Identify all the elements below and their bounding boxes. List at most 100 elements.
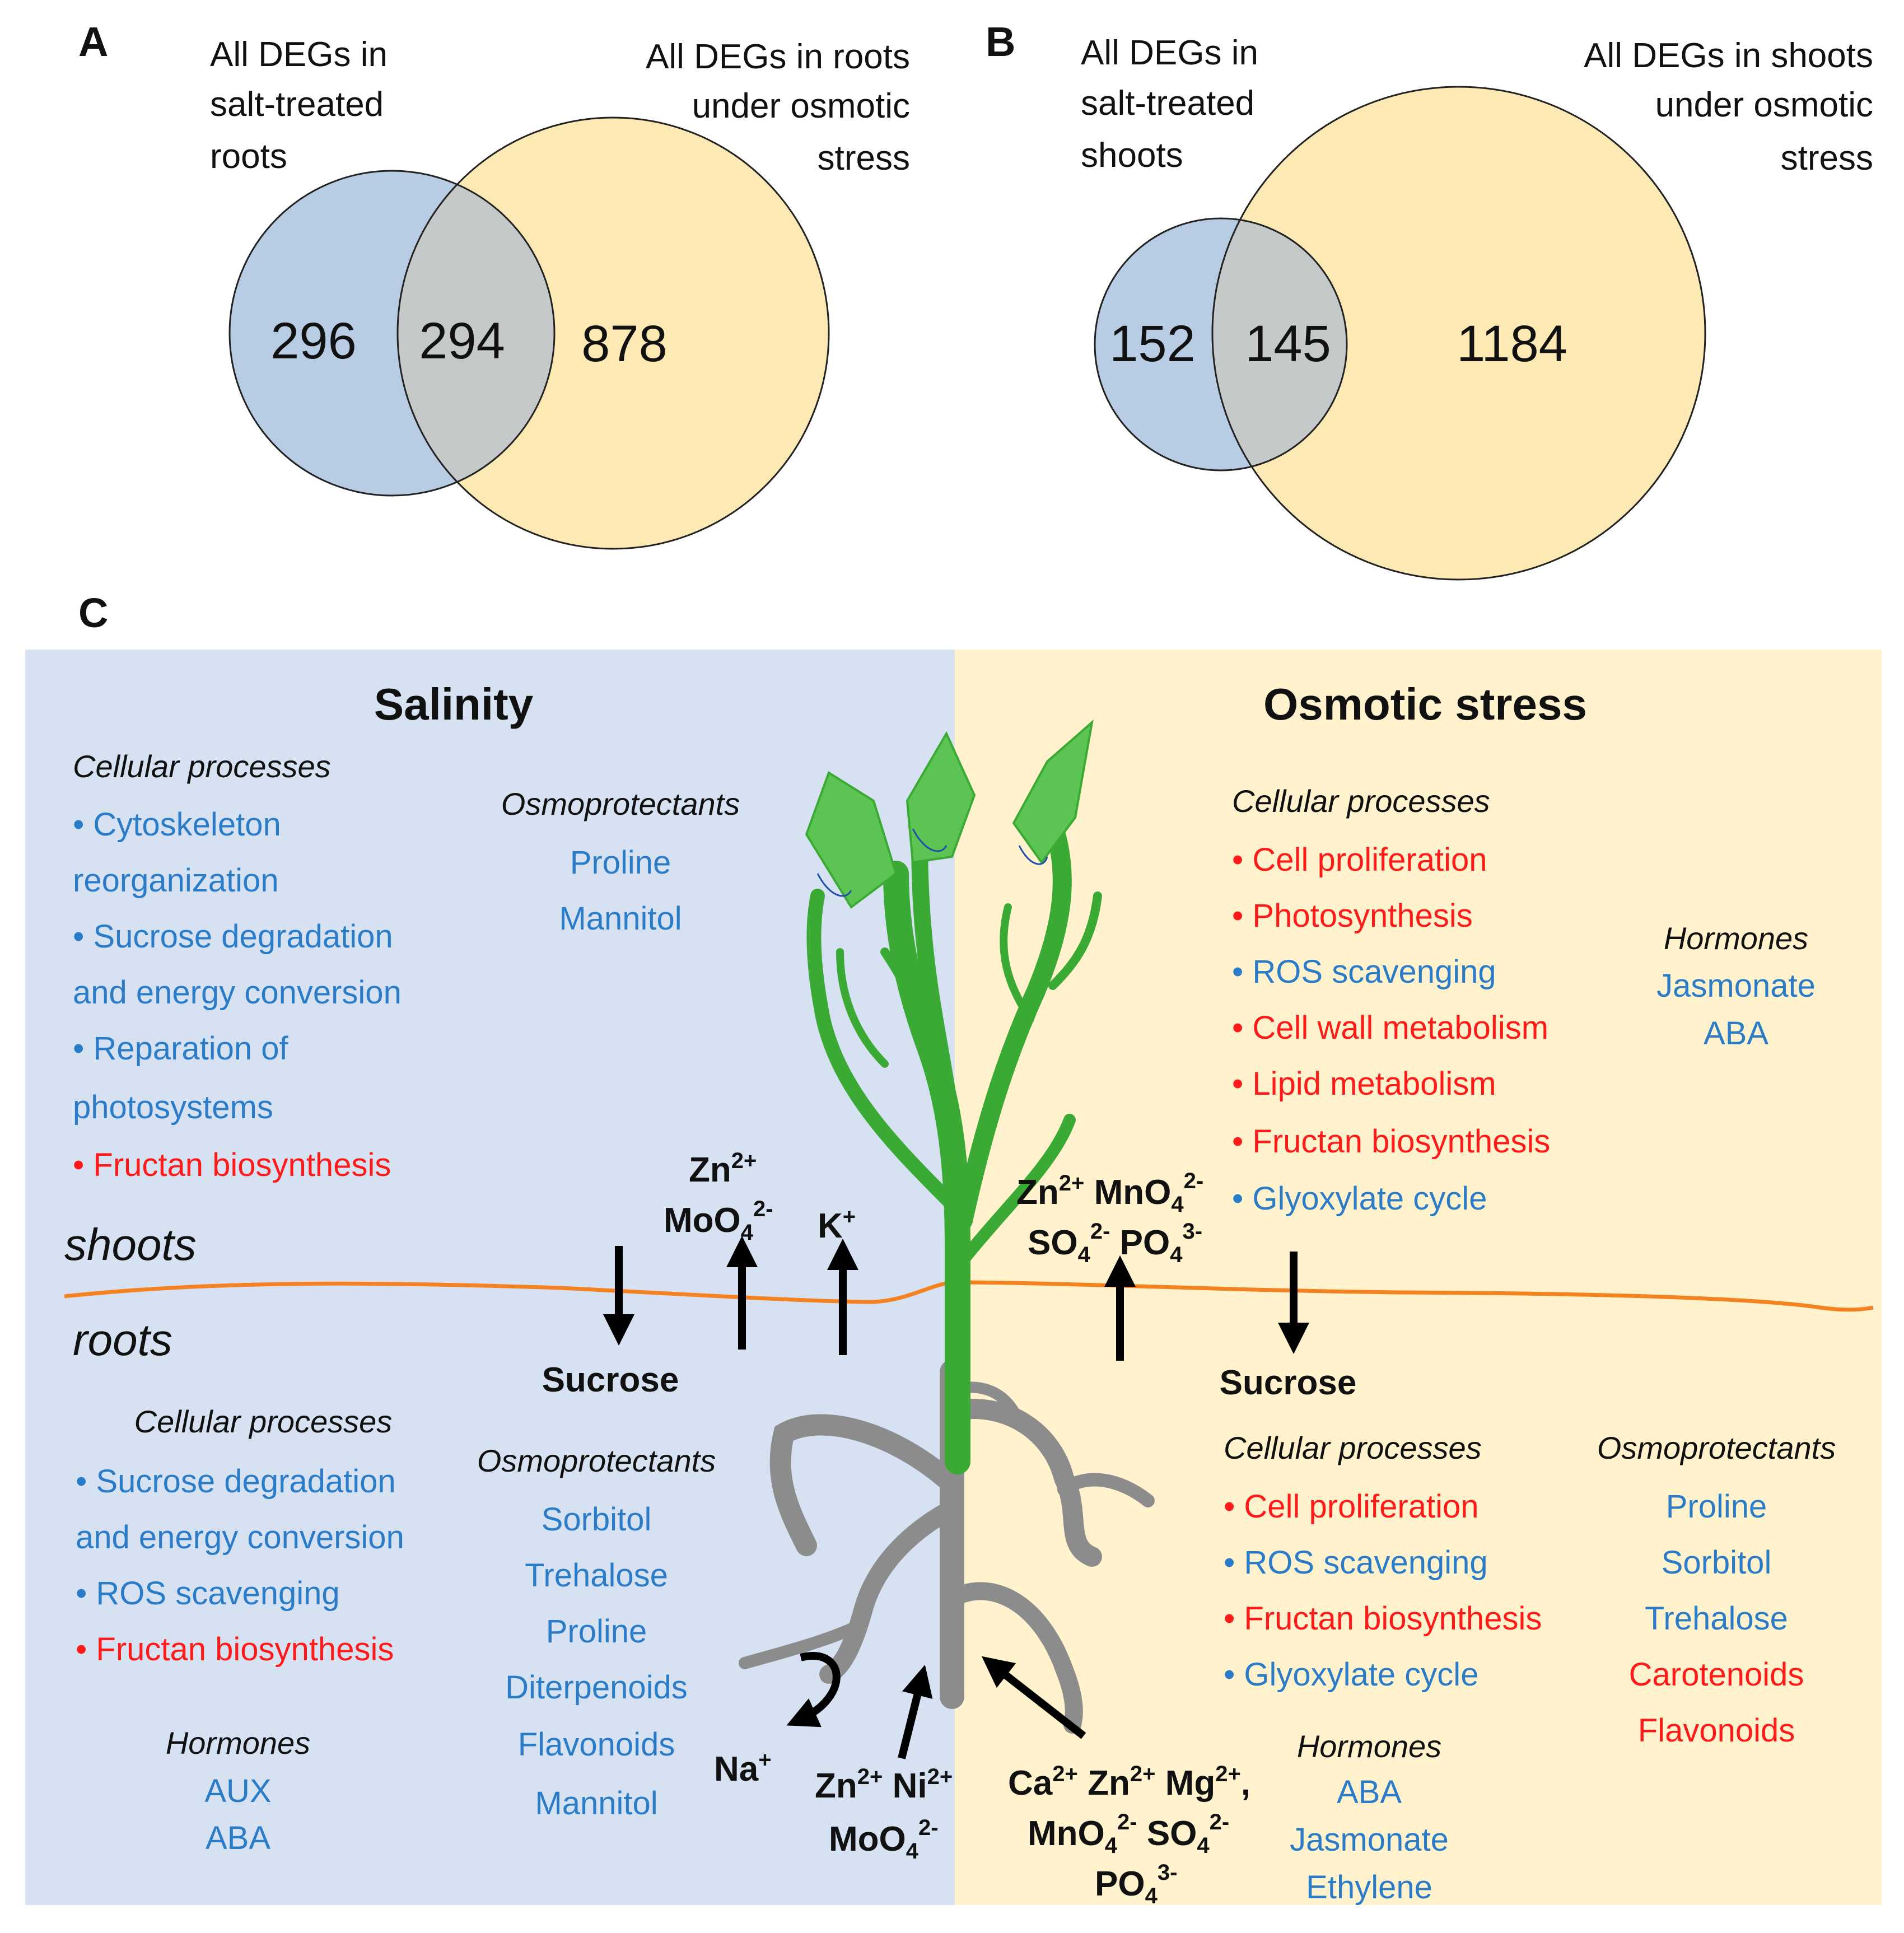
panel-b-overlap-count: 145 <box>1245 315 1331 372</box>
panel-a: A All DEGs in salt-treated roots All DEG… <box>78 18 910 550</box>
hormone-item: ABA <box>206 1820 270 1856</box>
na-efflux-arrow <box>786 1652 841 1727</box>
section-heading: Osmoprotectants <box>477 1443 716 1478</box>
osmoprotectant-item: Diterpenoids <box>505 1669 688 1706</box>
grain-heads <box>805 719 1094 909</box>
panel-b-left-count: 152 <box>1109 315 1196 372</box>
osmoprotectant-item: Mannitol <box>535 1785 657 1822</box>
shoots-label: shoots <box>64 1220 197 1269</box>
osmotic-shoot-hormones: Hormones Jasmonate ABA <box>1656 921 1816 1052</box>
panel-a-right-count: 878 <box>581 315 668 372</box>
panel-a-right-outline <box>396 116 830 550</box>
salinity-root-hormones: Hormones AUX ABA <box>166 1725 310 1856</box>
ion-root-osmotic-3: PO43- <box>1095 1860 1177 1908</box>
panel-b-right-title-2: under osmotic <box>1655 86 1873 124</box>
salinity-root-osmo: Osmoprotectants Sorbitol Trehalose Proli… <box>477 1443 716 1822</box>
process-item: • Lipid metabolism <box>1232 1066 1496 1102</box>
panel-b-right-title-1: All DEGs in shoots <box>1584 36 1873 75</box>
panel-b-left-outline <box>1094 217 1348 471</box>
osmoprotectant-item: Trehalose <box>525 1557 668 1594</box>
process-item: • Sucrose degradation <box>73 918 393 955</box>
panel-a-right-title-2: under osmotic <box>692 87 910 125</box>
process-item: • Cell wall metabolism <box>1232 1010 1548 1046</box>
ion-na: Na+ <box>714 1748 772 1789</box>
osmotic-shoot-ions: Zn2+ MnO42- SO42- PO43- <box>1016 1169 1203 1267</box>
osmoprotectant-item: Proline <box>1666 1488 1767 1525</box>
section-heading: Cellular processes <box>1224 1430 1482 1465</box>
ion-line-1: Zn2+ MnO42- <box>1016 1169 1203 1217</box>
panel-b-right-title-3: stress <box>1781 139 1873 178</box>
process-item: and energy conversion <box>76 1519 404 1556</box>
ion-root-salinity-2: MoO42- <box>829 1815 939 1864</box>
root-uptake-arrow-osmotic <box>981 1656 1086 1739</box>
panel-a-right-title-1: All DEGs in roots <box>646 38 910 76</box>
panel-a-letter: A <box>78 18 108 65</box>
hormone-item: ABA <box>1704 1015 1768 1052</box>
panel-c-letter: C <box>78 590 108 636</box>
panel-b-right-circle <box>1212 87 1705 580</box>
hormone-item: AUX <box>204 1773 271 1809</box>
root-ions: Na+ Zn2+ Ni2+ MoO42- Ca2+ Zn2+ Mg2+, MnO… <box>714 1748 1250 1908</box>
section-heading: Cellular processes <box>1232 783 1490 819</box>
section-heading: Osmoprotectants <box>501 786 740 821</box>
process-item: photosystems <box>73 1089 273 1126</box>
process-item: • ROS scavenging <box>1224 1544 1488 1581</box>
process-item: • ROS scavenging <box>1232 954 1496 990</box>
hormone-item: Ethylene <box>1306 1869 1432 1906</box>
grain-head-details <box>816 828 1048 897</box>
hormone-item: Jasmonate <box>1656 968 1816 1004</box>
process-item: • Cytoskeleton <box>73 806 281 843</box>
process-item: • Fructan biosynthesis <box>73 1147 391 1183</box>
section-heading: Hormones <box>1664 921 1808 956</box>
salinity-shoot-cellular: Cellular processes • Cytoskeleton reorga… <box>73 749 402 1183</box>
panel-a-left-count: 296 <box>270 312 357 370</box>
salinity-root-cellular: Cellular processes • Sucrose degradation… <box>76 1404 404 1668</box>
process-item: • Sucrose degradation <box>76 1463 396 1500</box>
roots-label: roots <box>73 1315 172 1365</box>
osmoprotectant-item: Mannitol <box>559 900 682 937</box>
process-item: • Cell proliferation <box>1224 1488 1479 1525</box>
osmoprotectant-item: Sorbitol <box>1662 1544 1772 1581</box>
panel-b: B All DEGs in salt-treated shoots All DE… <box>986 18 1873 581</box>
osmoprotectant-item: Proline <box>546 1613 647 1650</box>
section-heading: Hormones <box>1297 1729 1441 1764</box>
ion-zn: Zn2+ <box>689 1148 757 1189</box>
osmoprotectant-item: Flavonoids <box>1638 1712 1795 1749</box>
process-item: • Glyoxylate cycle <box>1232 1180 1487 1217</box>
osmoprotectant-item: Trehalose <box>1645 1600 1788 1637</box>
panel-b-left-title-2: salt-treated <box>1081 84 1254 123</box>
panel-a-overlap-count: 294 <box>419 312 505 370</box>
panel-a-left-outline <box>228 170 556 497</box>
process-item: • Cell proliferation <box>1232 842 1487 878</box>
osmotic-root-cellular: Cellular processes • Cell proliferation … <box>1224 1430 1542 1693</box>
panel-a-overlap <box>398 171 554 496</box>
salinity-title: Salinity <box>374 679 534 729</box>
ion-line-2: SO42- PO43- <box>1028 1219 1202 1267</box>
ion-root-osmotic-2: MnO42- SO42- <box>1028 1810 1229 1858</box>
panel-b-right-outline <box>1211 86 1706 581</box>
osmoprotectant-item: Carotenoids <box>1629 1656 1804 1693</box>
root-uptake-arrow-salinity <box>898 1664 933 1759</box>
process-item: reorganization <box>73 862 279 899</box>
osmoprotectant-item: Flavonoids <box>518 1726 675 1763</box>
panel-a-right-title-3: stress <box>818 139 910 178</box>
root-system <box>739 1360 1155 1734</box>
ion-moo4: MoO42- <box>664 1197 773 1245</box>
ion-root-osmotic-1: Ca2+ Zn2+ Mg2+, <box>1008 1762 1250 1803</box>
process-item: • Fructan biosynthesis <box>1224 1600 1542 1637</box>
panel-c: C <box>25 590 1882 1908</box>
panel-b-left-title-3: shoots <box>1081 136 1183 175</box>
sucrose-label-left: Sucrose <box>542 1361 679 1399</box>
arrows <box>603 1236 1309 1759</box>
osmotic-root-osmo: Osmoprotectants Proline Sorbitol Trehalo… <box>1597 1430 1836 1749</box>
salinity-shoot-osmo: Osmoprotectants Proline Mannitol <box>501 786 740 937</box>
process-item: • Glyoxylate cycle <box>1224 1656 1478 1693</box>
salinity-background <box>25 650 955 1905</box>
osmotic-shoot-cellular: Cellular processes • Cell proliferation … <box>1232 783 1550 1217</box>
section-heading: Cellular processes <box>73 749 331 784</box>
sucrose-label-right: Sucrose <box>1220 1364 1357 1402</box>
section-heading: Cellular processes <box>134 1404 393 1439</box>
hormone-item: Jasmonate <box>1290 1822 1449 1858</box>
hormone-item: ABA <box>1337 1774 1402 1810</box>
